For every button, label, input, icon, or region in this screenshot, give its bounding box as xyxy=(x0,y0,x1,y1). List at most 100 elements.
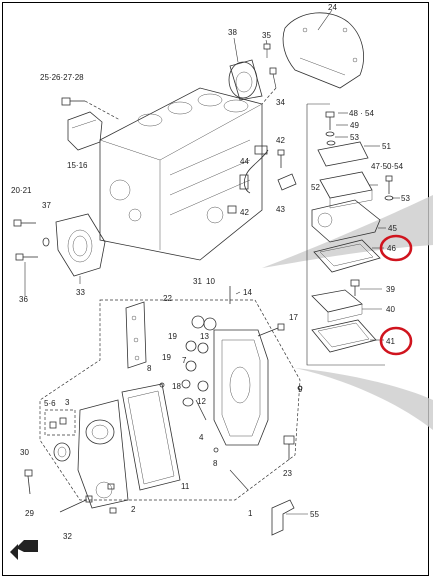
lower-assembly-outline xyxy=(39,299,301,501)
part-49-washer xyxy=(325,131,335,137)
label-43: 43 xyxy=(276,205,285,214)
label-32: 32 xyxy=(63,532,72,541)
front-direction-icon xyxy=(10,540,38,560)
part-23-bolt xyxy=(283,435,295,460)
part-33-cover xyxy=(55,213,106,277)
label-41: 41 xyxy=(386,337,395,346)
part-10-seal xyxy=(203,317,217,331)
part-7-washer xyxy=(182,397,194,407)
engine-block xyxy=(99,87,263,261)
part-22-plate xyxy=(125,301,147,369)
label-5-6: 5·6 xyxy=(44,399,56,408)
part-3-bolt xyxy=(107,483,115,490)
part-35-bolt xyxy=(263,43,271,58)
label-13: 13 xyxy=(200,332,209,341)
label-55: 55 xyxy=(310,510,319,519)
leader-lines xyxy=(24,9,400,515)
label-45: 45 xyxy=(388,224,397,233)
part-47-bolt xyxy=(385,175,393,194)
label-23: 23 xyxy=(283,469,292,478)
part-20-bolt xyxy=(13,219,36,227)
part-12-bushing xyxy=(197,380,209,392)
part-11-gasket xyxy=(121,383,181,491)
part-42-bolt-lower xyxy=(227,205,237,214)
part-18-bushing xyxy=(181,379,191,389)
part-44-harness xyxy=(239,145,269,194)
label-19-upper: 19 xyxy=(168,332,177,341)
label-25: 25·26·27·28 xyxy=(40,73,84,82)
part-13-bushing xyxy=(197,342,209,354)
label-11: 11 xyxy=(181,482,190,491)
part-32-bolt xyxy=(59,495,93,513)
part-55-bracket xyxy=(271,499,295,536)
part-4-shaft xyxy=(195,399,207,421)
part-40-block xyxy=(311,289,363,323)
label-22: 22 xyxy=(163,294,172,303)
label-9: 9 xyxy=(298,385,303,394)
part-19-bushing-upper xyxy=(185,340,197,352)
label-29: 29 xyxy=(25,509,34,518)
label-18: 18 xyxy=(172,382,181,391)
part-37-washer xyxy=(42,237,50,247)
label-38: 38 xyxy=(228,28,237,37)
label-10: 10 xyxy=(206,277,215,286)
part-5-bolts xyxy=(44,409,76,436)
part-53-washer xyxy=(326,140,336,146)
right-section-frame xyxy=(306,103,385,366)
label-14: 14 xyxy=(243,288,252,297)
label-8-upper: 8 xyxy=(147,364,152,373)
guide-line xyxy=(261,87,277,105)
diagram-frame xyxy=(2,2,429,576)
part-41-gasket xyxy=(311,319,377,353)
part-30-seal xyxy=(53,442,71,462)
part-39-bolt xyxy=(350,279,360,296)
label-24: 24 xyxy=(328,3,337,12)
label-46: 46 xyxy=(387,244,396,253)
gear-case-housing xyxy=(213,329,269,446)
label-2: 2 xyxy=(131,505,136,514)
label-44: 44 xyxy=(240,157,249,166)
label-51: 51 xyxy=(382,142,391,151)
label-49: 49 xyxy=(350,121,359,130)
part-17-bolt xyxy=(257,323,285,337)
part-42-bolt-upper xyxy=(277,149,285,168)
label-53-lower: 53 xyxy=(401,194,410,203)
part-9-pin xyxy=(297,385,303,391)
part-15-bracket xyxy=(67,111,103,151)
label-33: 33 xyxy=(76,288,85,297)
label-12: 12 xyxy=(197,397,206,406)
guide-line xyxy=(84,100,121,121)
background-swoosh xyxy=(295,368,433,430)
label-34: 34 xyxy=(276,98,285,107)
label-30: 30 xyxy=(20,448,29,457)
part-34-bolt xyxy=(269,67,277,89)
label-1: 1 xyxy=(248,509,253,518)
part-45-housing xyxy=(311,199,381,243)
label-48: 48 · 54 xyxy=(349,109,374,118)
part-24-cover xyxy=(282,12,364,89)
part-25-bolt xyxy=(61,97,85,106)
label-37: 37 xyxy=(42,201,51,210)
label-52: 52 xyxy=(311,183,320,192)
highlight-circle-41 xyxy=(379,326,413,356)
label-20: 20·21 xyxy=(11,186,32,195)
label-42-lower: 42 xyxy=(240,208,249,217)
label-4: 4 xyxy=(199,433,204,442)
part-19-bushing-lower xyxy=(185,360,197,372)
part-43-clamp xyxy=(277,173,297,191)
front-cover xyxy=(77,399,129,509)
part-52-block xyxy=(319,171,373,209)
label-8-lower: 8 xyxy=(213,459,218,468)
part-8-pin xyxy=(159,382,165,388)
label-47: 47·50·54 xyxy=(371,162,404,171)
part-48-bolt xyxy=(325,111,335,130)
part-38-cover xyxy=(228,59,263,101)
label-40: 40 xyxy=(386,305,395,314)
part-31-seal xyxy=(191,315,205,329)
label-3: 3 xyxy=(65,398,70,407)
label-39: 39 xyxy=(386,285,395,294)
part-2-bolt xyxy=(109,507,117,514)
label-19-lower: 19 xyxy=(162,353,171,362)
label-36: 36 xyxy=(19,295,28,304)
